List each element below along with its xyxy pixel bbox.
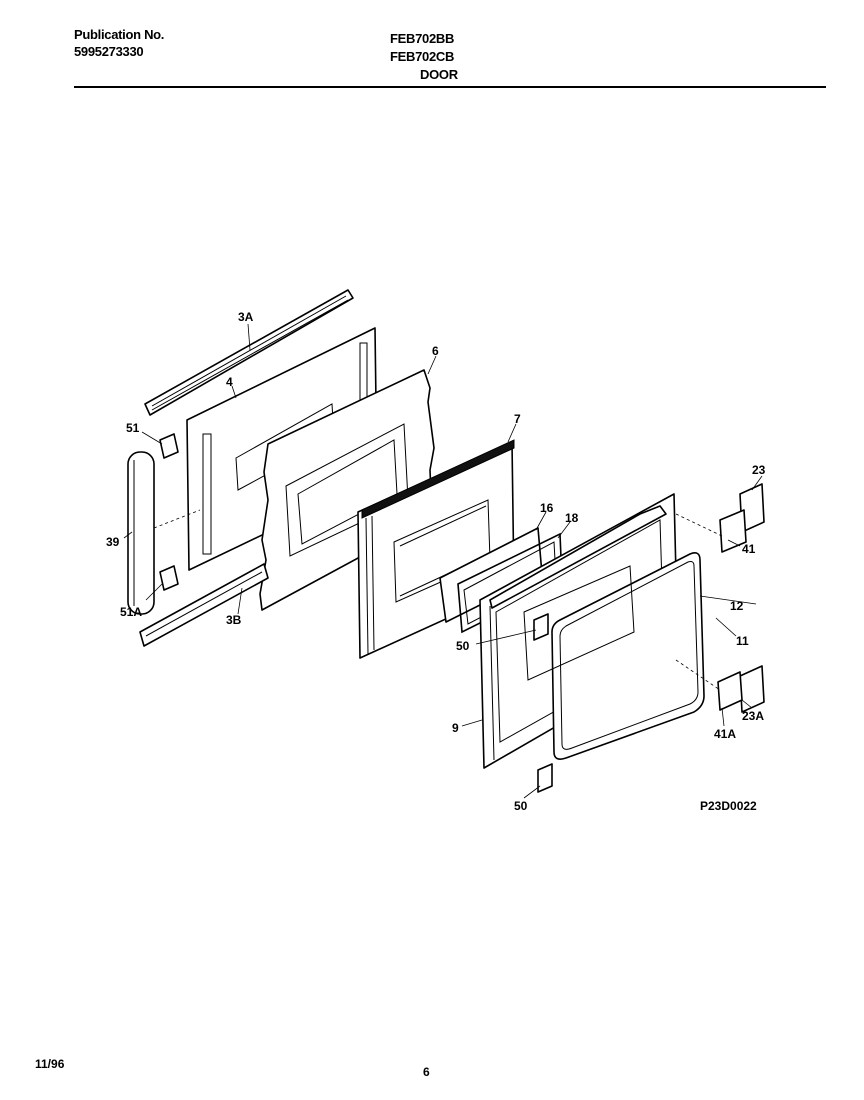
leader-lines xyxy=(123,323,763,799)
bottom-trim-strip xyxy=(139,563,269,647)
top-trim-strip xyxy=(144,289,354,416)
part-label-23: 23 xyxy=(752,463,766,477)
part-label-9: 9 xyxy=(452,721,459,735)
door-frame xyxy=(551,552,705,760)
clip-upper xyxy=(533,613,549,641)
part-label-41a: 41A xyxy=(714,727,736,741)
footer-page-number: 6 xyxy=(423,1065,430,1079)
publication-label: Publication No. xyxy=(74,27,165,42)
part-label-51: 51 xyxy=(126,421,140,435)
lower-hinge xyxy=(717,665,765,713)
part-label-41: 41 xyxy=(742,542,756,556)
section-title: DOOR xyxy=(420,67,458,82)
door-handle xyxy=(127,451,155,615)
publication-number: 5995273330 xyxy=(74,44,144,59)
part-label-4: 4 xyxy=(226,375,233,389)
part-label-16: 16 xyxy=(540,501,554,515)
handle-end-cap-top xyxy=(159,433,179,459)
upper-hinge xyxy=(719,483,765,553)
alignment-lines xyxy=(153,509,723,691)
part-label-50-lower: 50 xyxy=(514,799,528,813)
part-label-50-upper: 50 xyxy=(456,639,470,653)
part-label-7: 7 xyxy=(514,412,521,426)
footer-date: 11/96 xyxy=(35,1057,65,1071)
part-label-23a: 23A xyxy=(742,709,764,723)
header-rule xyxy=(74,86,826,88)
part-label-51a: 51A xyxy=(120,605,142,619)
part-labels: 3A 4 6 7 51 39 51A 3B 16 18 23 41 12 11 … xyxy=(106,310,766,813)
model-number-2: FEB702CB xyxy=(390,49,455,64)
handle-end-cap-bottom xyxy=(159,565,179,591)
part-label-12: 12 xyxy=(730,599,744,613)
part-label-3a: 3A xyxy=(238,310,254,324)
model-number-1: FEB702BB xyxy=(390,31,455,46)
figure-code: P23D0022 xyxy=(700,799,757,813)
part-label-18: 18 xyxy=(565,511,579,525)
clip-lower xyxy=(537,763,553,793)
part-label-11: 11 xyxy=(736,634,749,648)
part-label-39: 39 xyxy=(106,535,120,549)
part-label-3b: 3B xyxy=(226,613,242,627)
inner-window-opening xyxy=(523,565,635,681)
part-label-6: 6 xyxy=(432,344,439,358)
